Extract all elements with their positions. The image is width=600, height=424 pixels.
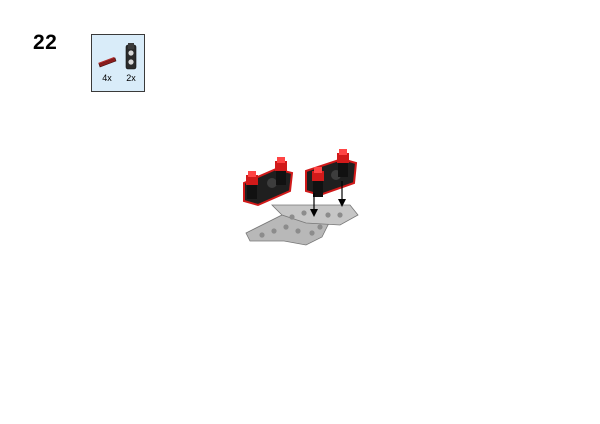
red-pin-2 xyxy=(275,157,287,185)
red-pin-1 xyxy=(246,171,258,199)
part-count: 4x xyxy=(102,73,112,83)
red-pin-3 xyxy=(312,167,324,197)
build-step-model xyxy=(243,149,359,246)
gray-beam-base xyxy=(245,204,359,246)
parts-list-item-axle-pin: 4x xyxy=(94,37,120,89)
red-pin-4 xyxy=(337,149,349,177)
parts-list-callout: 4x 2x xyxy=(91,34,145,92)
step-number: 22 xyxy=(33,31,58,54)
insertion-arrow-left xyxy=(310,193,318,217)
insertion-arrow-right xyxy=(338,181,346,207)
part-count: 2x xyxy=(126,73,136,83)
axle-pin-icon xyxy=(98,57,117,68)
cross-block-icon xyxy=(125,43,137,70)
parts-list-item-cross-block: 2x xyxy=(118,37,144,89)
